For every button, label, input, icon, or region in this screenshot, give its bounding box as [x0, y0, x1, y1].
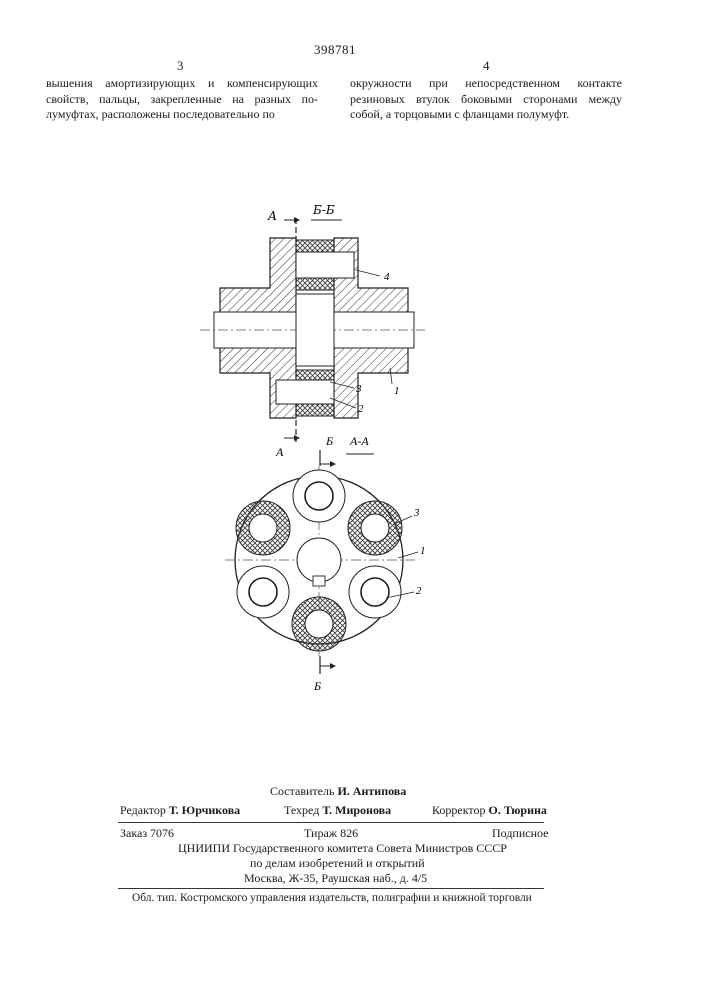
figure-section-aa: Б А-А 3 1 2: [225, 434, 426, 693]
imprint-divider-bottom: [118, 888, 544, 889]
compiler-label: Составитель: [270, 784, 334, 798]
print-run: Тираж 826: [304, 826, 358, 841]
printing-house: Обл. тип. Костромского управления издате…: [132, 892, 532, 904]
right-column-line: собой, а торцовыми с фланцами полумуфт.: [350, 107, 622, 123]
column-number-right: 4: [483, 58, 490, 74]
left-column-line: лумуфтах, расположены последовательно по: [46, 107, 318, 123]
section-label-bb: Б-Б: [312, 203, 335, 217]
techred-label: Техред: [284, 803, 319, 817]
left-column-text: вышения амортизирующих и компенсирующих …: [46, 76, 318, 123]
imprint-divider-top: [118, 822, 544, 823]
left-column-line: свойств, пальцы, закрепленные на разных …: [46, 92, 318, 108]
techred-name: Т. Миронова: [322, 803, 391, 817]
coupling-drawing: А Б-Б 4 3 1 2 А Б А-А: [180, 198, 440, 698]
corrector-name: О. Тюрина: [489, 803, 547, 817]
institute-address: Москва, Ж-35, Раушская наб., д. 4/5: [244, 871, 427, 886]
subscription-note: Подписное: [492, 826, 549, 841]
callout-1-aa: 1: [420, 545, 426, 557]
callout-4: 4: [384, 271, 390, 283]
editor-line: Редактор Т. Юрчикова: [120, 803, 240, 818]
cut-label-b-bottom: Б: [313, 679, 321, 693]
cut-label-a-bottom: А: [275, 445, 284, 459]
order-number: Заказ 7076: [120, 826, 174, 841]
corrector-label: Корректор: [432, 803, 486, 817]
institute-line-1: ЦНИИПИ Государственного комитета Совета …: [178, 841, 507, 856]
right-column-line: окружности при непосредственном контакте: [350, 76, 622, 92]
right-column-text: окружности при непосредственном контакте…: [350, 76, 622, 123]
callout-2-aa: 2: [416, 585, 422, 597]
corrector-line: Корректор О. Тюрина: [432, 803, 547, 818]
section-label-aa: А-А: [349, 434, 369, 448]
compiler-line: Составитель И. Антипова: [270, 784, 406, 799]
callout-1: 1: [394, 385, 400, 397]
figure-section-bb: А Б-Б 4 3 1 2 А: [200, 203, 425, 459]
left-column-line: вышения амортизирующих и компенсирующих: [46, 76, 318, 92]
right-column-line: резиновых втулок боковыми сторонами межд…: [350, 92, 622, 108]
editor-label: Редактор: [120, 803, 166, 817]
institute-line-2: по делам изобретений и открытий: [250, 856, 425, 871]
callout-3: 3: [355, 383, 362, 395]
compiler-name: И. Антипова: [337, 784, 406, 798]
callout-2: 2: [358, 403, 364, 415]
cut-label-b-top: Б: [325, 434, 333, 448]
editor-name: Т. Юрчикова: [169, 803, 240, 817]
techred-line: Техред Т. Миронова: [284, 803, 391, 818]
cut-label-a-top: А: [267, 209, 277, 223]
patent-number: 398781: [314, 42, 356, 58]
column-number-left: 3: [177, 58, 184, 74]
callout-3-aa: 3: [413, 507, 420, 519]
